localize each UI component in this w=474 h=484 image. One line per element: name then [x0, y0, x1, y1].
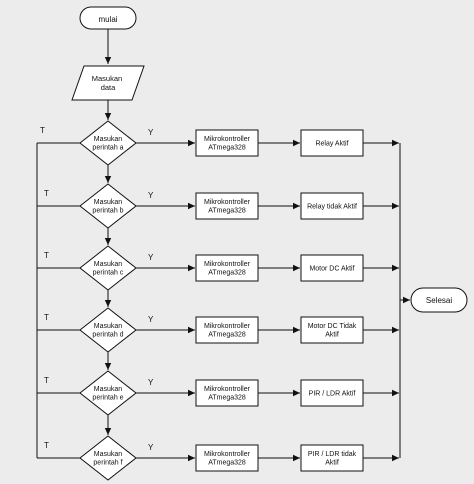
output-box: [300, 129, 364, 157]
no-label: T: [44, 376, 49, 385]
end-label: Selesai: [426, 296, 452, 305]
no-label: T: [44, 313, 49, 322]
no-label: T: [44, 441, 49, 450]
yes-label: Y: [148, 443, 154, 452]
input-data-parallelogram: [71, 65, 145, 101]
controller-box: [195, 316, 259, 344]
no-label: T: [40, 126, 45, 135]
yes-label: Y: [148, 128, 154, 137]
end-terminal: [410, 287, 468, 313]
start-label: mulai: [98, 15, 117, 24]
controller-box: [195, 444, 259, 472]
controller-box: [195, 129, 259, 157]
no-label: T: [44, 251, 49, 260]
output-label: Relay Aktif: [315, 140, 348, 147]
output-label: Motor DC Aktif: [309, 265, 354, 272]
output-label: PIR / LDR Aktif: [309, 390, 356, 397]
decision-diamond: [79, 435, 137, 481]
yes-label: Y: [148, 378, 154, 387]
output-box: [300, 192, 364, 220]
output-label: Relay tidak Aktif: [307, 203, 357, 210]
output-box: [300, 316, 364, 344]
input-label: Masukan data: [92, 74, 125, 92]
controller-box: [195, 254, 259, 282]
yes-label: Y: [148, 191, 154, 200]
yes-label: Y: [148, 315, 154, 324]
no-label: T: [44, 189, 49, 198]
controller-box: [195, 192, 259, 220]
controller-box: [195, 379, 259, 407]
yes-label: Y: [148, 253, 154, 262]
output-box: [300, 379, 364, 407]
